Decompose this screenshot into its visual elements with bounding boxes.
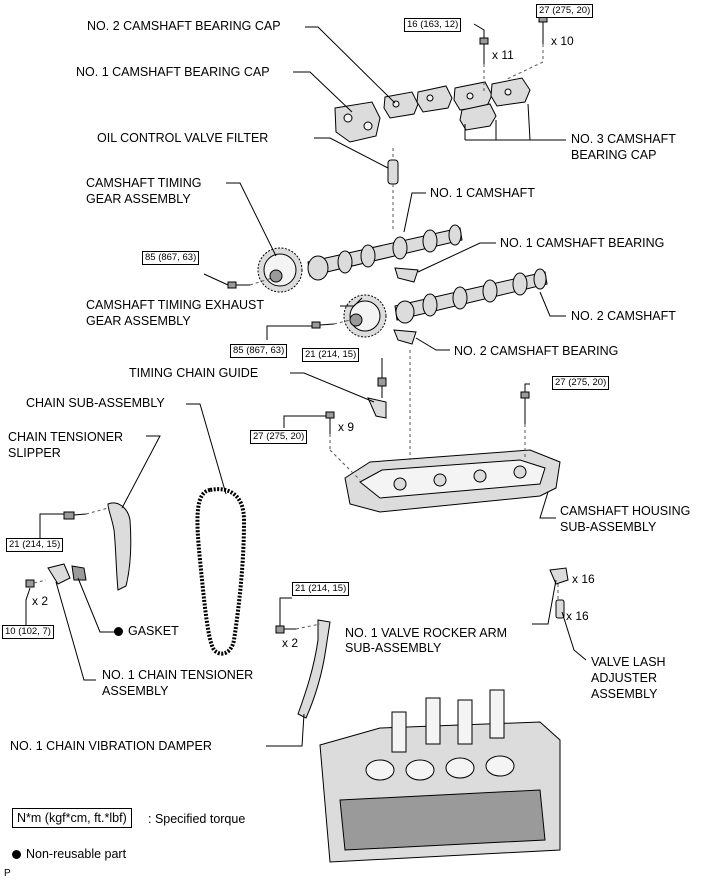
- qty-lash-adjusters: x 16: [566, 609, 589, 623]
- label-gasket-text: GASKET: [128, 624, 179, 638]
- no1-camshaft-bearing: [394, 267, 419, 283]
- torque-damper-bolt: 21 (214, 15): [292, 582, 350, 596]
- label-camshaft-timing-gear-line1: CAMSHAFT TIMING: [86, 176, 202, 190]
- label-chain-sub-assembly: CHAIN SUB-ASSEMBLY: [26, 396, 165, 410]
- label-no1-camshaft: NO. 1 CAMSHAFT: [430, 186, 535, 200]
- label-no1-camshaft-bearing-cap: NO. 1 CAMSHAFT BEARING CAP: [76, 65, 270, 79]
- non-reusable-dot-icon: [114, 627, 123, 636]
- label-no2-camshaft: NO. 2 CAMSHAFT: [571, 309, 676, 323]
- label-no3-camshaft-bearing-cap-line1: NO. 3 CAMSHAFT: [571, 132, 676, 146]
- label-camshaft-timing-gear-line2: GEAR ASSEMBLY: [86, 192, 191, 206]
- label-no1-chain-vibration-damper: NO. 1 CHAIN VIBRATION DAMPER: [10, 739, 212, 753]
- timing-chain-guide: [367, 377, 387, 419]
- label-gasket: GASKET: [114, 624, 179, 639]
- label-no1-valve-rocker-arm-line1: NO. 1 VALVE ROCKER ARM: [345, 626, 508, 640]
- torque-exhaust-gear-bolt: 85 (867, 63): [230, 344, 288, 358]
- label-valve-lash-adjuster-line1: VALVE LASH: [591, 655, 666, 669]
- qty-housing-bolts: x 9: [338, 420, 355, 434]
- label-valve-lash-adjuster-line2: ADJUSTER: [591, 671, 657, 685]
- label-chain-tensioner-slipper-line2: SLIPPER: [8, 446, 61, 460]
- housing-bolts: [325, 391, 530, 434]
- label-valve-lash-adjuster-line3: ASSEMBLY: [591, 687, 658, 701]
- oil-control-valve-filter: [387, 148, 399, 185]
- legend-non-reusable: Non-reusable part: [12, 846, 126, 862]
- label-oil-control-valve-filter: OIL CONTROL VALVE FILTER: [97, 131, 269, 145]
- label-no2-camshaft-bearing: NO. 2 CAMSHAFT BEARING: [454, 344, 619, 358]
- no2-camshaft: [394, 268, 548, 324]
- no2-camshaft-bearing: [393, 329, 417, 345]
- torque-guide-bolt: 21 (214, 15): [302, 348, 360, 362]
- leader-lines: [25, 14, 587, 747]
- legend-non-reusable-text: Non-reusable part: [26, 847, 127, 861]
- torque-cap-bolts-10: 27 (275, 20): [536, 4, 594, 18]
- exhaust-gear-bolt: [311, 319, 351, 329]
- label-no1-valve-rocker-arm-line2: SUB-ASSEMBLY: [345, 641, 442, 655]
- torque-cap-bolts-11: 16 (163, 12): [404, 18, 462, 32]
- label-camshaft-housing-line2: SUB-ASSEMBLY: [560, 520, 657, 534]
- chain-sub-assembly: [195, 487, 247, 656]
- label-chain-tensioner-slipper-line1: CHAIN TENSIONER: [8, 430, 124, 444]
- non-reusable-legend-dot-icon: [12, 850, 21, 859]
- chain-tensioner-slipper: [63, 502, 132, 591]
- camshaft-timing-gear-assembly: [257, 247, 303, 293]
- qty-rocker-arms: x 16: [572, 572, 595, 586]
- label-no1-chain-tensioner-line1: NO. 1 CHAIN TENSIONER: [102, 668, 254, 682]
- camshaft-housing-sub-assembly: [344, 449, 561, 513]
- label-no3-camshaft-bearing-cap-line2: BEARING CAP: [571, 148, 657, 162]
- corner-mark: P: [4, 868, 11, 879]
- label-no1-chain-tensioner-line2: ASSEMBLY: [102, 684, 169, 698]
- torque-housing-left: 27 (275, 20): [250, 430, 308, 444]
- torque-slipper-bolt: 21 (214, 15): [6, 538, 64, 552]
- no1-valve-rocker-arm: [549, 567, 569, 600]
- legend-torque-desc: : Specified torque: [148, 812, 246, 826]
- no1-camshaft: [307, 224, 463, 281]
- legend-torque-unit: N*m (kgf*cm, ft.*lbf): [12, 808, 132, 828]
- no1-camshaft-bearing-cap: [334, 101, 381, 143]
- no2-camshaft-bearing-caps: [383, 85, 453, 119]
- camshaft-timing-exhaust-gear-assembly: [343, 294, 387, 338]
- label-no1-camshaft-bearing: NO. 1 CAMSHAFT BEARING: [500, 236, 665, 250]
- label-camshaft-timing-exhaust-line2: GEAR ASSEMBLY: [86, 314, 191, 328]
- torque-tensioner-bolt: 10 (102, 7): [2, 625, 54, 639]
- torque-intake-gear-bolt: 85 (867, 63): [142, 251, 200, 265]
- qty-cap-bolts-10: x 10: [551, 34, 574, 48]
- no1-chain-vibration-damper: [275, 619, 331, 719]
- qty-tensioner-bolts: x 2: [32, 594, 49, 608]
- label-timing-chain-guide: TIMING CHAIN GUIDE: [129, 366, 259, 380]
- label-no2-camshaft-bearing-cap: NO. 2 CAMSHAFT BEARING CAP: [87, 19, 281, 33]
- label-camshaft-timing-exhaust-line1: CAMSHAFT TIMING EXHAUST: [86, 298, 265, 312]
- no1-chain-tensioner-assembly: [25, 563, 87, 588]
- torque-housing-right: 27 (275, 20): [552, 376, 610, 390]
- cylinder-block: [319, 689, 561, 863]
- label-camshaft-housing-line1: CAMSHAFT HOUSING: [560, 504, 691, 518]
- qty-cap-bolts-11: x 11: [492, 48, 514, 62]
- qty-damper-bolts: x 2: [282, 636, 299, 650]
- no3-camshaft-bearing-caps: [453, 77, 531, 131]
